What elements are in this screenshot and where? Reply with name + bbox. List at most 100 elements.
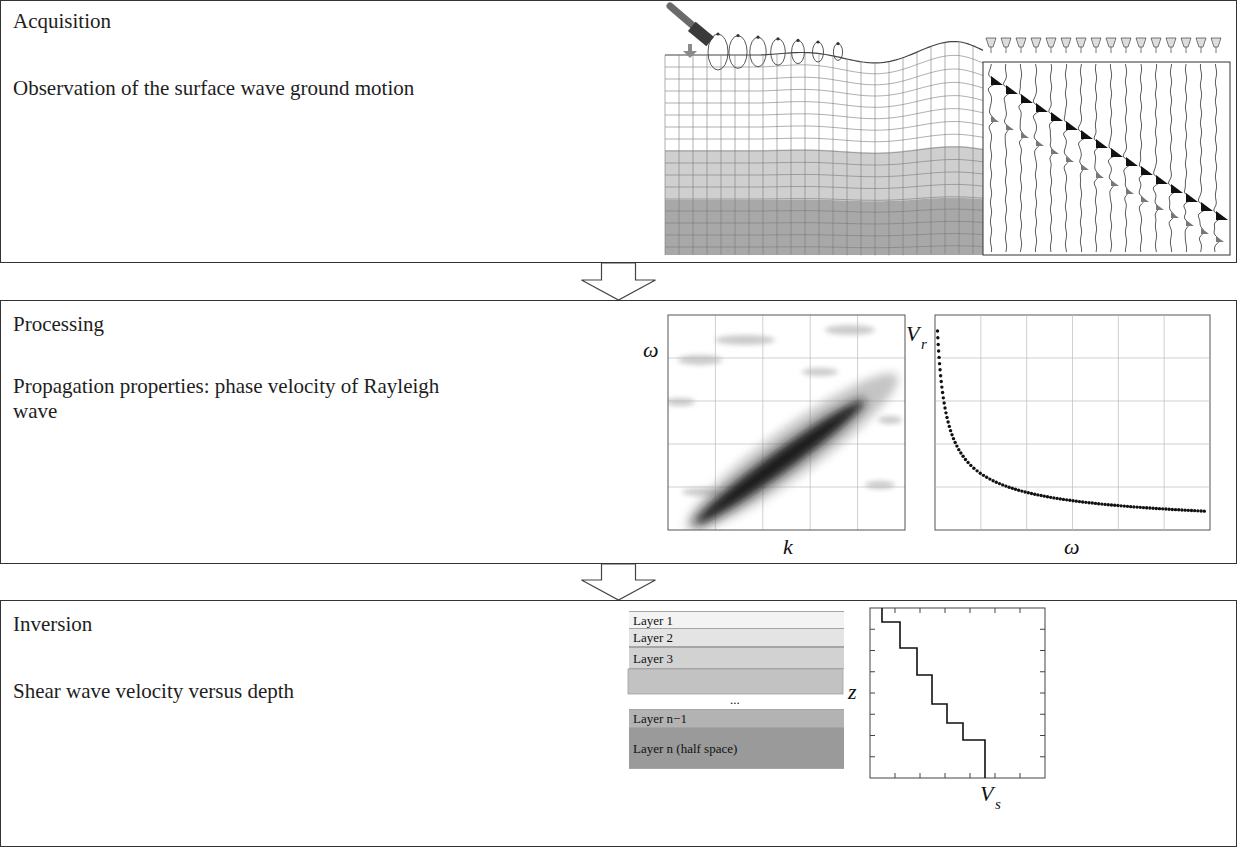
axis-subscript: r xyxy=(921,336,927,353)
layer-name: Layer 3 xyxy=(629,651,673,666)
stage-heading: Inversion xyxy=(13,612,92,637)
dispersion-point xyxy=(982,474,985,477)
seismic-trace xyxy=(1078,64,1086,252)
grid-line xyxy=(973,46,974,254)
grid-line xyxy=(665,42,983,63)
wave-arrival xyxy=(1036,140,1044,146)
grid-line xyxy=(749,55,750,255)
dispersion-point xyxy=(1100,502,1103,505)
dispersion-point xyxy=(937,349,940,352)
dispersion-point xyxy=(944,411,947,414)
wave-arrival xyxy=(1066,121,1078,130)
geophone-spike xyxy=(991,47,992,53)
particle-orbit xyxy=(729,36,747,69)
dispersion-point xyxy=(1039,494,1042,497)
axis-label: V xyxy=(980,782,993,806)
wave-arrival xyxy=(1186,193,1198,202)
dispersion-point xyxy=(1036,493,1039,496)
dispersion-point xyxy=(1084,501,1087,504)
dispersion-point xyxy=(1068,499,1071,502)
axis-tick xyxy=(1040,756,1045,757)
seismic-trace xyxy=(1139,64,1145,252)
wave-arrival xyxy=(1006,124,1014,130)
dispersion-point xyxy=(1145,506,1148,509)
dispersion-point xyxy=(1174,508,1177,511)
dispersion-point xyxy=(985,476,988,479)
geophone xyxy=(1121,38,1131,47)
grid-line xyxy=(707,55,708,255)
dispersion-point xyxy=(945,416,948,419)
dispersion-point xyxy=(1065,498,1068,501)
grid-line xyxy=(833,56,834,255)
axis-label: ω xyxy=(643,338,659,362)
grid-line xyxy=(665,55,666,255)
geophone xyxy=(1001,38,1011,47)
geophone xyxy=(1181,38,1191,47)
stage-description: Observation of the surface wave ground m… xyxy=(13,76,653,101)
wave-arrival xyxy=(1051,112,1063,121)
geophone-spike xyxy=(1081,47,1082,53)
grid-line xyxy=(805,53,806,255)
axis-label: V xyxy=(906,322,919,346)
impact-arrow-head xyxy=(683,51,697,58)
dispersion-point xyxy=(1167,508,1170,511)
axis-label: z xyxy=(848,680,857,704)
geophone-spike xyxy=(1141,47,1142,53)
axis-tick xyxy=(1040,693,1045,694)
dispersion-point xyxy=(1004,484,1007,487)
ellipsis-mark: ... xyxy=(730,693,740,706)
layer-band: Layer 2 xyxy=(629,628,844,647)
geophone-spike xyxy=(1156,47,1157,53)
dispersion-point xyxy=(1187,509,1190,512)
geophone-spike xyxy=(1006,47,1007,53)
dispersion-point xyxy=(1135,505,1138,508)
grid-line xyxy=(819,54,820,255)
dispersion-point xyxy=(937,343,940,346)
plot-grid xyxy=(935,487,1210,488)
noise-patch xyxy=(865,481,895,489)
axis-tick xyxy=(970,608,971,613)
grid-line xyxy=(665,55,983,73)
dispersion-point xyxy=(1129,505,1132,508)
seismic-trace xyxy=(1214,64,1221,252)
seismic-trace xyxy=(1153,64,1161,252)
grid-line xyxy=(665,209,983,212)
seismogram-frame xyxy=(983,62,1230,255)
geophone-spike xyxy=(1216,47,1217,53)
seismic-trace xyxy=(1108,64,1116,252)
geophone xyxy=(1136,38,1146,47)
hammer-source xyxy=(670,6,714,58)
stage-panel: ProcessingPropagation properties: phase … xyxy=(0,300,1237,564)
velocity-profile xyxy=(882,608,985,778)
spectrum-energy xyxy=(668,325,905,530)
wave-arrival xyxy=(1051,148,1059,154)
dispersion-point xyxy=(961,455,964,458)
wave-arrival xyxy=(1216,236,1224,242)
dispersion-point xyxy=(1091,501,1094,504)
soil-band xyxy=(665,42,983,153)
stage-panel: AcquisitionObservation of the surface wa… xyxy=(0,0,1237,263)
dispersion-point xyxy=(1199,509,1202,512)
grid-line xyxy=(665,109,983,119)
dispersion-point xyxy=(1177,508,1180,511)
dispersion-point xyxy=(943,406,946,409)
plot-grid xyxy=(1118,315,1119,530)
particle-orbit xyxy=(792,40,805,63)
vs-profile xyxy=(870,608,1045,778)
plot-frame xyxy=(668,315,905,530)
dispersion-point xyxy=(1139,506,1142,509)
axis-label: ω xyxy=(1064,535,1080,559)
geophone xyxy=(1211,38,1221,47)
wave-arrival xyxy=(1021,132,1029,138)
dispersion-point xyxy=(1007,486,1010,489)
noise-patch xyxy=(825,325,875,335)
dispersion-point xyxy=(1059,497,1062,500)
axis-tick xyxy=(870,650,875,651)
seismic-trace xyxy=(1094,64,1100,252)
dispersion-point xyxy=(942,396,945,399)
layer-name: Layer 2 xyxy=(629,630,673,645)
particle-dot xyxy=(796,39,799,42)
wave-arrival xyxy=(1111,148,1123,157)
dispersion-point xyxy=(1155,507,1158,510)
